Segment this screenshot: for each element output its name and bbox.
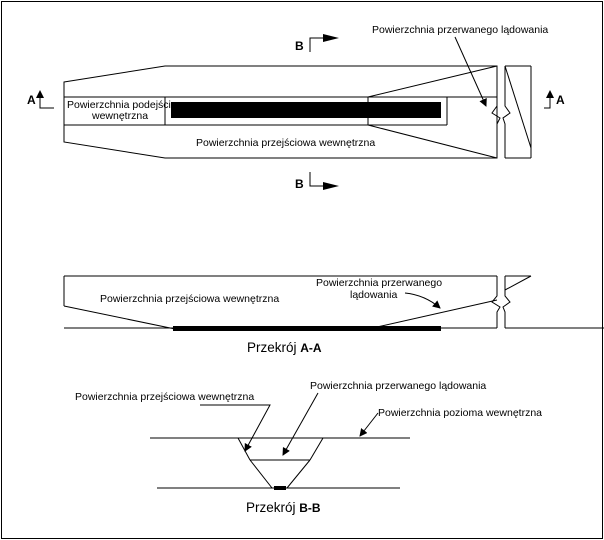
section-b-b-view: Powierzchnia przejściowa wewnętrzna Powi… [75, 380, 542, 515]
label-inner-approach-2: wewnętrzna [91, 110, 148, 122]
balked-landing-edge-bottom [367, 124, 498, 159]
leader-interrupted-landing-aa [404, 292, 441, 309]
bb-transitional-left-steep [237, 437, 251, 461]
label-inner-horizontal-bb: Powierzchnia pozioma wewnętrzna [378, 407, 542, 419]
section-title-aa: Przekrój A-A [247, 340, 322, 355]
label-inner-transitional-aa: Powierzchnia przejściowa wewnętrzna [100, 293, 279, 305]
label-inner-approach-1: Powierzchnia podejścia [67, 99, 177, 111]
bb-runway [274, 486, 286, 490]
marker-b-top-text: B [295, 39, 304, 53]
bb-interrupted-left [249, 459, 273, 489]
leader-inner-transitional-bb [200, 404, 271, 452]
section-marker-a-right: A [544, 90, 565, 109]
balked-landing-edge-top [367, 65, 498, 98]
plan-view: Powierzchnia przerwanego lądowania Powie… [27, 24, 565, 191]
label-inner-transitional-bb: Powierzchnia przejściowa wewnętrzna [75, 391, 254, 403]
label-inner-transitional-plan: Powierzchnia przejściowa wewnętrzna [196, 137, 375, 149]
bb-transitional-right-steep [309, 437, 324, 461]
aa-break-symbol [491, 276, 501, 328]
bb-interrupted-right [286, 459, 311, 489]
runway [171, 102, 441, 118]
break-symbol [491, 105, 501, 125]
section-marker-b-bottom: B [295, 172, 339, 191]
aa-balked-landing-slope [367, 299, 498, 330]
section-title-bb-prefix: Przekrój [246, 500, 299, 515]
leader-interrupted-landing-plan [454, 36, 487, 107]
aa-right-view-slope [504, 275, 532, 291]
aa-transitional-slope [63, 305, 176, 330]
label-interrupted-landing-aa-2: lądowania [350, 289, 397, 301]
section-title-bb-suffix: B-B [299, 501, 321, 515]
label-interrupted-landing-aa-1: Powierzchnia przerwanego [316, 277, 442, 289]
leader-inner-horizontal-bb [359, 412, 379, 437]
right-view-diagonal [504, 65, 532, 149]
label-interrupted-landing-plan: Powierzchnia przerwanego lądowania [372, 24, 548, 36]
section-title-aa-prefix: Przekrój [247, 340, 300, 355]
section-title-bb: Przekrój B-B [246, 500, 321, 515]
aa-runway [173, 326, 441, 331]
section-title-aa-suffix: A-A [300, 341, 322, 355]
leader-interrupted-landing-bb [282, 392, 319, 456]
marker-a-left-text: A [27, 93, 36, 107]
right-view-break [502, 66, 511, 158]
section-marker-a-left: A [27, 90, 54, 109]
label-interrupted-landing-bb: Powierzchnia przerwanego lądowania [310, 380, 486, 392]
marker-a-right-text: A [556, 93, 565, 107]
section-marker-b-top: B [295, 34, 339, 53]
aa-right-view-break [502, 276, 511, 328]
marker-b-bottom-text: B [295, 177, 304, 191]
section-a-a-view: Powierzchnia przejściowa wewnętrzna Powi… [63, 275, 604, 355]
